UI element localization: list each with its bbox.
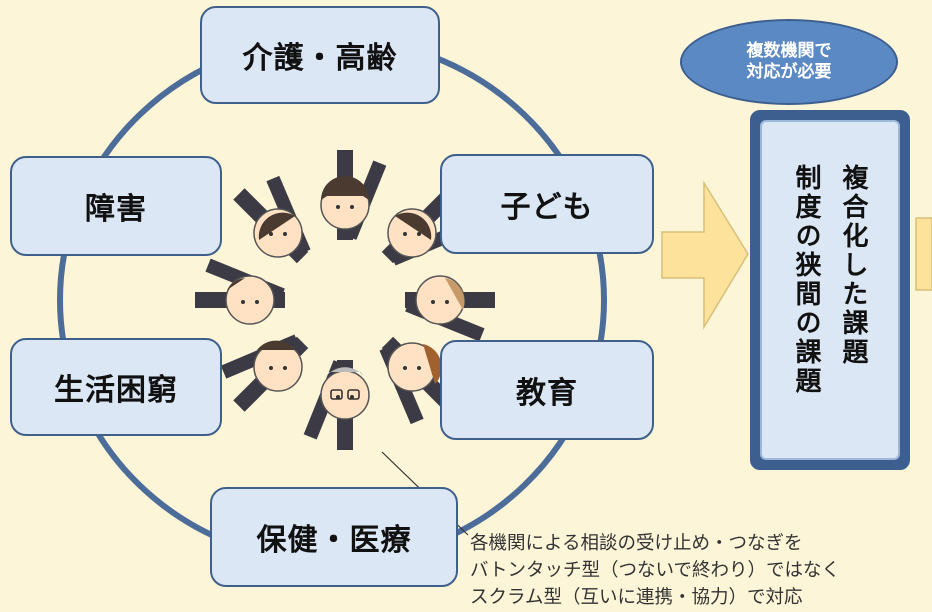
category-label: 教育 xyxy=(516,376,578,411)
caption: 各機関による相談の受け止め・つなぎを バトンタッチ型（つないで終わり）ではなく … xyxy=(470,530,840,611)
category-box-disability: 障害 xyxy=(10,156,222,256)
partial-arrow xyxy=(915,217,932,291)
category-label: 障害 xyxy=(85,192,147,227)
caption-line-3: スクラム型（互いに連携・協力）で対応 xyxy=(470,587,803,608)
multi-agency-oval: 複数機関で 対応が必要 xyxy=(680,19,898,105)
category-label: 子ども xyxy=(500,190,594,225)
oval-line-1: 複数機関で xyxy=(746,40,832,61)
category-box-children: 子ども xyxy=(440,154,654,254)
category-box-poverty: 生活困窮 xyxy=(10,338,222,436)
category-label: 生活困窮 xyxy=(54,373,178,408)
oval-line-2: 対応が必要 xyxy=(746,62,832,82)
right-arrow xyxy=(661,180,749,330)
category-label: 介護・高齢 xyxy=(242,41,398,76)
caption-line-2: バトンタッチ型（つないで終わり）ではなく xyxy=(470,560,841,581)
issue-column-2: 制度の狭間の課題 xyxy=(791,164,821,396)
issue-column-1: 複合化した課題 xyxy=(838,164,868,367)
category-box-health: 保健・医療 xyxy=(210,487,458,587)
category-label: 保健・医療 xyxy=(256,523,412,558)
category-box-education: 教育 xyxy=(440,340,654,440)
issue-panel: 複合化した課題 制度の狭間の課題 xyxy=(750,110,910,470)
caption-line-1: 各機関による相談の受け止め・つなぎを xyxy=(470,533,803,554)
issue-panel-inner: 複合化した課題 制度の狭間の課題 xyxy=(760,120,900,460)
category-box-care: 介護・高齢 xyxy=(200,6,440,104)
